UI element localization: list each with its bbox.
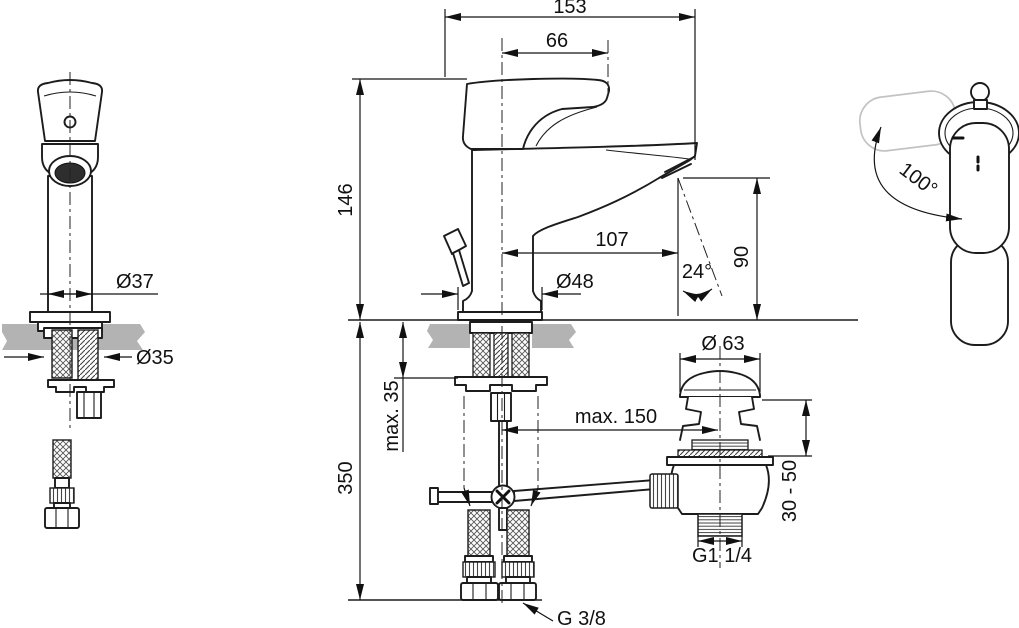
counter-cut-left [427,324,470,348]
threaded-stud [77,329,99,383]
shank-hose-right [511,332,530,378]
hose-knurl [49,487,75,504]
mounting-bracket-front [47,379,115,393]
handle-body-top [949,122,1010,254]
mounting-bracket-side [454,376,548,392]
dim-label-d48: Ø48 [556,271,594,293]
handle-grip-inner-line [535,106,598,147]
spout-inner-line [605,149,690,160]
rod-left-endtab [429,487,439,505]
side-view [348,77,858,601]
dim-label-153: 153 [553,0,586,18]
pullrod-knob [443,228,467,255]
faucet-body-side [462,142,698,313]
supply-hose-shank [51,329,73,379]
dim-label-90: 90 [731,246,753,268]
front-view [2,79,145,529]
popup-waste-assembly [649,370,774,537]
pullrod-lower [498,420,508,488]
handle-swivel-label: 100° [895,158,941,200]
waste-rod-knurl-nut [649,473,679,509]
waste-lever-rod [513,479,656,502]
dim-label-24deg: 24° [682,261,712,283]
dim-label-g114: G1 1/4 [692,545,752,567]
hose-braid [506,509,530,557]
supply-hose-left [460,509,499,601]
stud-nut-front [76,391,102,419]
pivot-cross [495,489,511,505]
handle-knob-stem [973,99,988,110]
dim-label-d37: Ø37 [116,271,154,293]
center-lines [69,38,723,604]
handle-front [36,79,104,142]
counter-cut-right [532,324,576,348]
hose-collar [464,555,494,563]
rod-left-stub [432,491,493,503]
waste-funnel-right [738,396,761,441]
dim-label-66: 66 [546,30,568,52]
dim-label-g38: G 3/8 [557,608,606,628]
dim-label-107: 107 [595,229,628,251]
hose-knurl [462,561,496,578]
dim-label-max35: max. 35 [381,380,403,451]
hose-braid [467,509,491,557]
aerator-bevel-line [661,163,692,179]
dim-label-d63: Ø 63 [701,333,744,355]
dimensions: 153 66 146 107 Ø48 24° 90 Ø37 Ø35 [4,0,812,628]
dim-label-3050: 30 - 50 [779,460,801,522]
under-counter-shank [454,321,548,422]
hose-nut [44,507,80,529]
hose-braid [52,439,72,479]
base-plate-side [457,311,543,321]
dim-label-d35: Ø35 [136,347,174,369]
dim-label-max150: max. 150 [575,406,657,428]
flex-hose-detached [44,439,80,529]
pullrod-stem [452,249,470,287]
angle-arc-24 [682,288,713,303]
handle-side [461,77,610,150]
shank-washer [469,321,533,334]
dim-label-350: 350 [335,461,357,494]
hose-leader-left [461,487,471,507]
spout-barrel-top [950,237,1009,346]
hose-nut [498,582,537,601]
stud-nut-side [490,392,512,422]
dim-label-146: 146 [335,183,357,216]
top-view: 100° [858,82,1019,346]
hose-nut [460,582,499,601]
hose-leader-right [530,487,541,507]
hose-knurl [501,561,535,578]
shank-hose-left [472,332,491,378]
mounting-washer-front [43,327,103,339]
leader-g38 [522,602,554,622]
swivel-arc-arrow [871,126,963,222]
pullrod-stub-below [498,507,508,531]
aerator-bevel-line [664,156,695,173]
hose-collar [54,477,70,489]
hose-collar [503,555,533,563]
spout-angle-axis [677,177,723,297]
handle-knob-top [970,82,990,102]
